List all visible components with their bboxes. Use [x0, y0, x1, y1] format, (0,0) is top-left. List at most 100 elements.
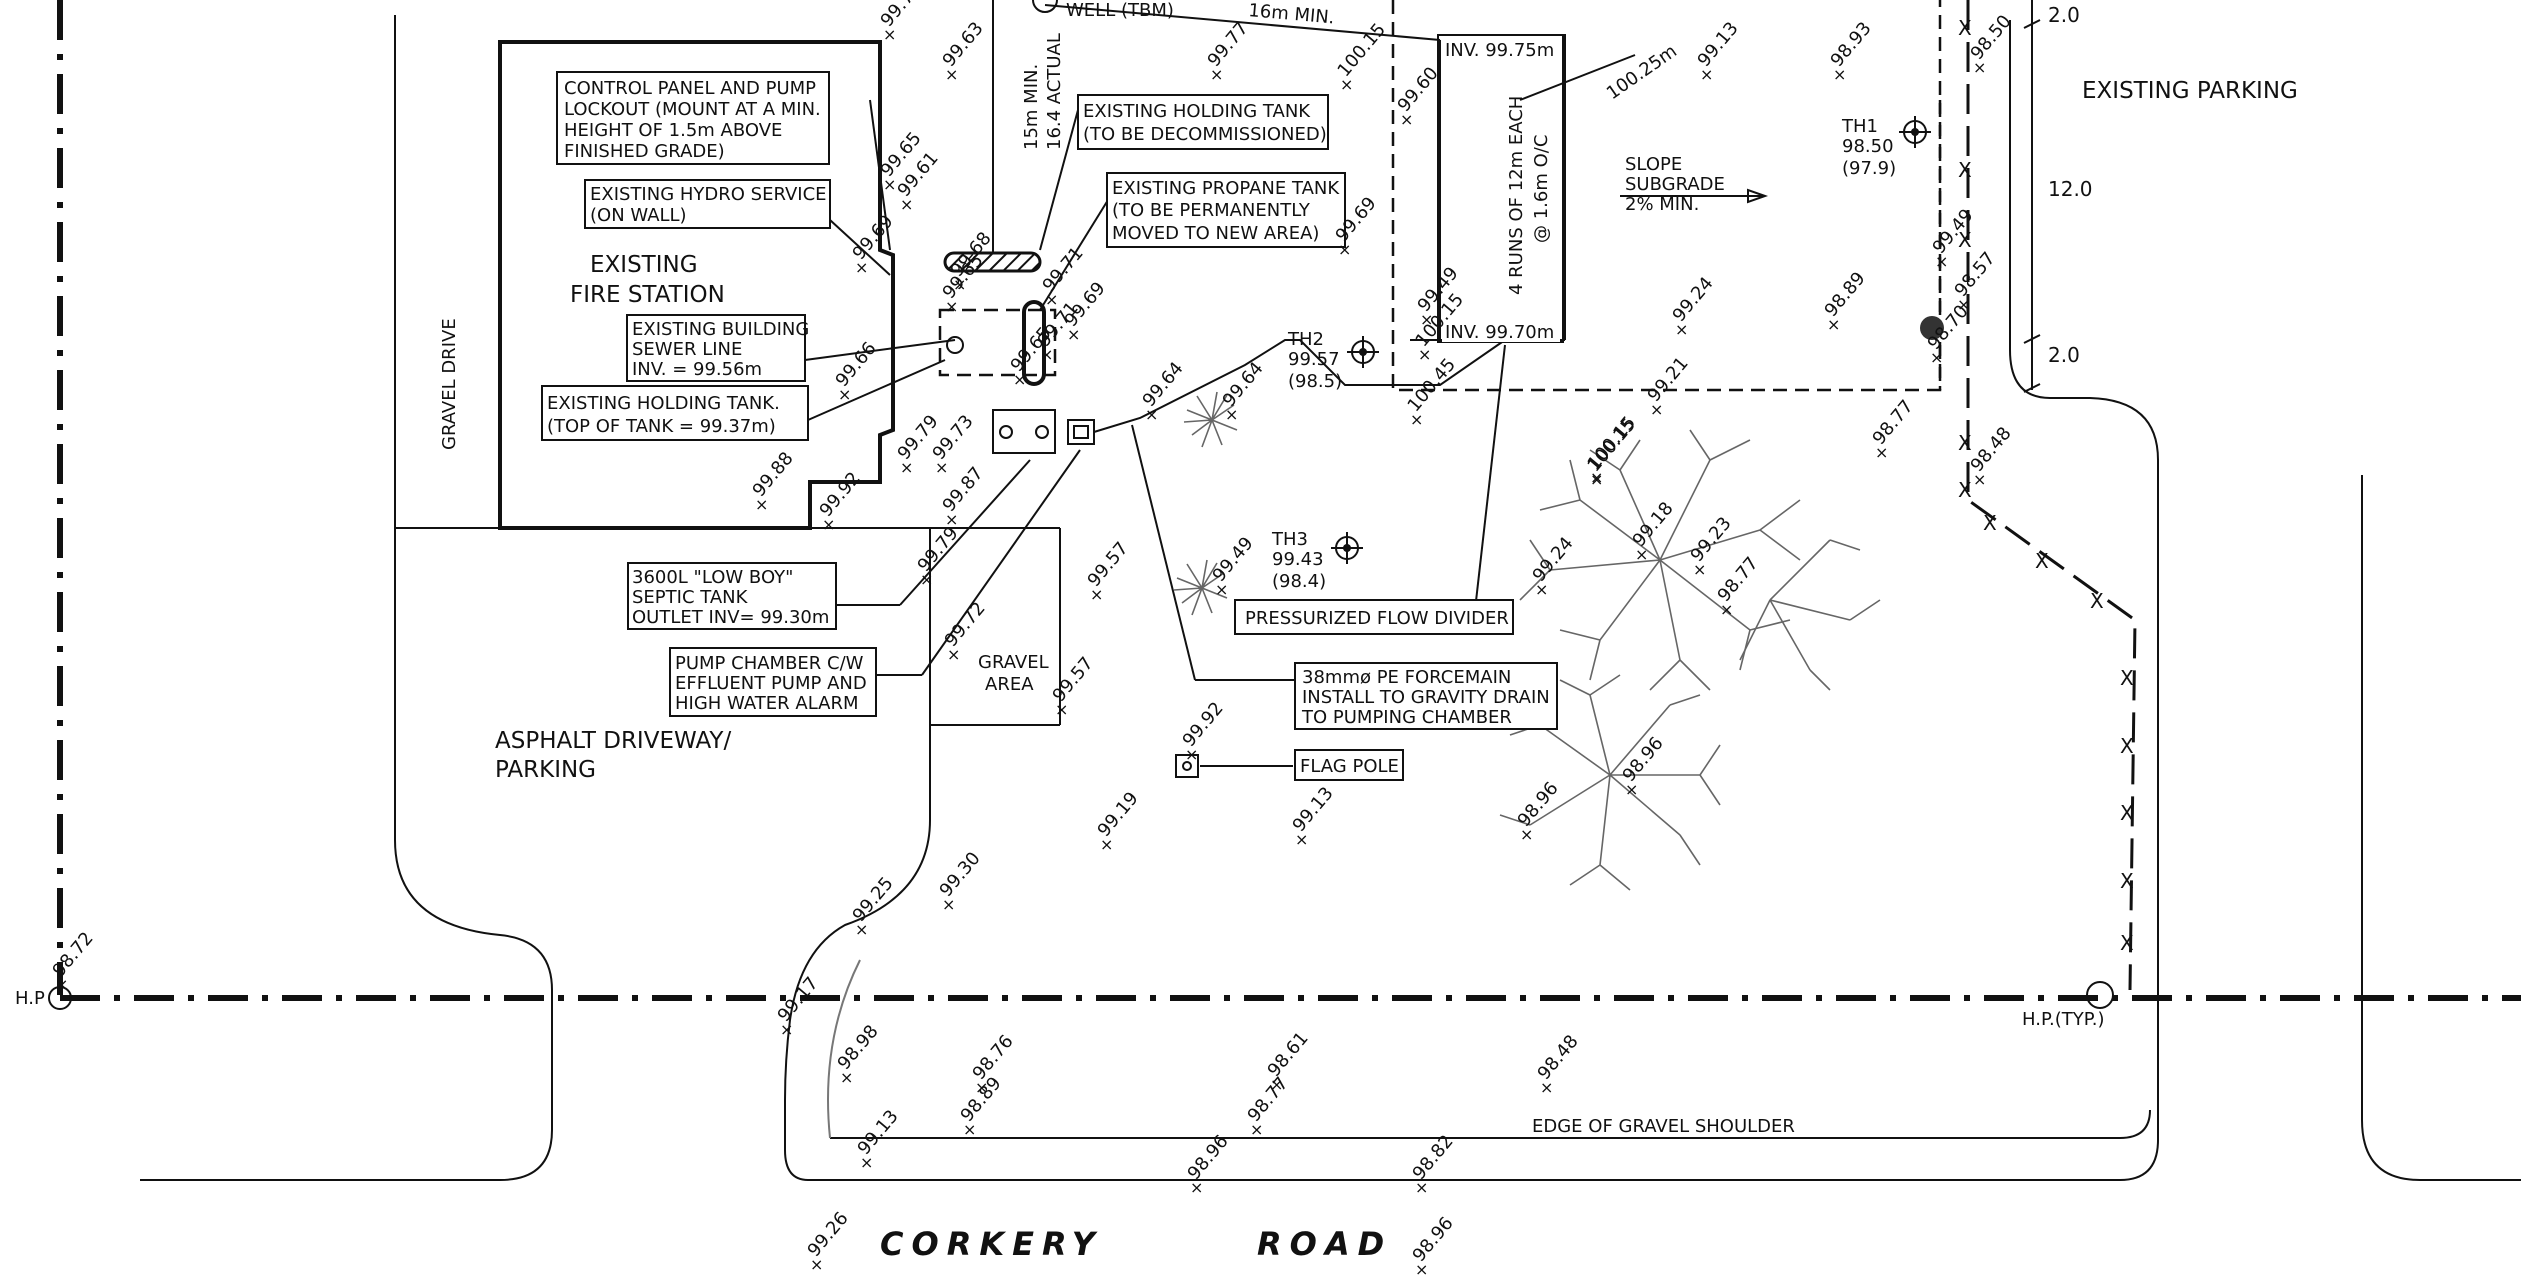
note-flag-pole: FLAG POLE — [1294, 749, 1404, 781]
spot-elevation: ×99.77 — [1204, 18, 1253, 84]
svg-text:×: × — [975, 1078, 988, 1097]
svg-text:×: × — [1100, 835, 1113, 854]
spot-elevation: ×99.69 — [849, 211, 898, 277]
svg-text:×: × — [1040, 345, 1053, 364]
spot-elevation-value: 99.72 — [941, 598, 990, 651]
spot-elevation-value: 99.92 — [1179, 698, 1228, 751]
svg-text:×: × — [1215, 580, 1228, 599]
spot-elevation: ×99.49 — [1209, 533, 1258, 599]
property-line — [57, 0, 2521, 1001]
spot-elevation: ×99.57 — [1084, 538, 1133, 604]
svg-text:X: X — [1958, 431, 1972, 455]
svg-text:×: × — [1650, 400, 1663, 419]
svg-text:TH2: TH2 — [1287, 329, 1324, 350]
note-sewer-line: EXISTING BUILDING SEWER LINE INV. = 99.5… — [626, 314, 809, 382]
svg-text:×: × — [1013, 370, 1026, 389]
svg-text:×: × — [1700, 65, 1713, 84]
spot-elevation: ×98.93 — [1827, 18, 1876, 84]
svg-text:×: × — [1190, 1178, 1203, 1197]
svg-text:×: × — [900, 458, 913, 477]
spot-elevation: ×100.15 — [1584, 412, 1641, 487]
spot-elevation: ×99.30 — [936, 848, 985, 914]
svg-text:×: × — [1055, 700, 1068, 719]
spot-elevation: ×99.13 — [1289, 783, 1338, 849]
svg-text:×: × — [55, 975, 68, 994]
svg-text:×: × — [945, 510, 958, 529]
spot-elevation-value: 99.25 — [849, 873, 898, 926]
test-hole-labels: TH1 98.50 (97.9) TH2 99.57 (98.5) TH3 99… — [1271, 116, 1896, 592]
svg-text:×: × — [1418, 345, 1431, 364]
svg-text:(ON WALL): (ON WALL) — [590, 205, 687, 226]
svg-text:×: × — [1540, 1078, 1553, 1097]
spot-elevation-value: 99.71 — [1039, 243, 1088, 296]
svg-text:98.50: 98.50 — [1842, 136, 1894, 157]
svg-text:×: × — [1827, 315, 1840, 334]
svg-text:×: × — [1875, 443, 1888, 462]
note-hydro-service: EXISTING HYDRO SERVICE (ON WALL) — [584, 179, 831, 229]
spot-elevation: ×98.96 — [1184, 1131, 1233, 1197]
asphalt-label-2: PARKING — [495, 757, 596, 783]
spot-elevation: ×98.89 — [1821, 268, 1870, 334]
svg-text:×: × — [883, 25, 896, 44]
spot-elevation-value: 98.72 — [49, 928, 98, 981]
spot-elevation-value: 98.48 — [1534, 1031, 1583, 1084]
spot-elevation-value: 98.77 — [1869, 396, 1918, 449]
svg-text:TH3: TH3 — [1271, 529, 1308, 550]
spot-elevation-value: 99.19 — [1094, 788, 1143, 841]
spot-elevation-value: 98.98 — [834, 1021, 883, 1074]
svg-text:×: × — [935, 458, 948, 477]
svg-text:16.4 ACTUAL: 16.4 ACTUAL — [1044, 33, 1065, 150]
svg-text:MOVED TO NEW AREA): MOVED TO NEW AREA) — [1112, 223, 1319, 244]
svg-text:×: × — [883, 175, 896, 194]
svg-text:×: × — [1270, 1075, 1283, 1094]
spot-elevation: ×98.70 — [1924, 301, 1973, 367]
svg-text:SEWER LINE: SEWER LINE — [632, 339, 742, 360]
svg-text:INSTALL TO GRAVITY DRAIN: INSTALL TO GRAVITY DRAIN — [1302, 687, 1550, 708]
spot-elevation-value: 99.13 — [854, 1106, 903, 1159]
spot-elevation: ×98.96 — [1619, 733, 1668, 799]
svg-text:×: × — [900, 195, 913, 214]
spot-elevation-value: 98.96 — [1409, 1213, 1458, 1266]
spot-elevation: ×98.77 — [1244, 1073, 1293, 1139]
spot-elevation: ×99.26 — [804, 1208, 853, 1274]
svg-text:×: × — [1400, 110, 1413, 129]
svg-text:15m MIN.: 15m MIN. — [1021, 64, 1042, 150]
svg-text:2% MIN.: 2% MIN. — [1625, 194, 1699, 215]
spot-elevation-value: 99.13 — [1694, 18, 1743, 71]
spot-elevation-value: 99.24 — [1529, 533, 1578, 586]
svg-text:×: × — [1973, 58, 1986, 77]
svg-text:×: × — [945, 297, 958, 316]
pump-chamber — [1067, 419, 1095, 445]
spot-elevation-value: 99.57 — [1049, 653, 1098, 706]
svg-text:×: × — [1090, 585, 1103, 604]
runs-label: 4 RUNS OF 12m EACH — [1506, 96, 1527, 295]
spot-elevation-value: 98.77 — [1714, 553, 1763, 606]
spot-elevation-value: 98.96 — [1619, 733, 1668, 786]
svg-text:38mmø PE FORCEMAIN: 38mmø PE FORCEMAIN — [1302, 667, 1511, 688]
svg-text:X: X — [2120, 666, 2134, 690]
svg-text:99.57: 99.57 — [1288, 349, 1340, 370]
spot-elevation: ×98.89 — [957, 1073, 1006, 1139]
spot-elevation: ×98.77 — [1714, 553, 1763, 619]
svg-text:×: × — [1145, 405, 1158, 424]
spot-elevation-value: 98.96 — [1514, 778, 1563, 831]
fire-station-label-1: EXISTING — [590, 252, 698, 278]
svg-text:(98.5): (98.5) — [1288, 371, 1342, 392]
spot-elevation-value: 98.93 — [1827, 18, 1876, 71]
spot-elevation: ×99.23 — [1687, 513, 1736, 579]
septic-tank — [992, 409, 1056, 454]
svg-text:×: × — [1625, 780, 1638, 799]
spot-elevation: ×99.25 — [849, 873, 898, 939]
spot-elevation: ×98.98 — [834, 1021, 883, 1087]
bed-dimension: 100.25m — [1603, 41, 1681, 104]
note-holding-tank-top: EXISTING HOLDING TANK. (TOP OF TANK = 99… — [541, 385, 809, 441]
svg-text:EXISTING BUILDING: EXISTING BUILDING — [632, 319, 809, 340]
spot-elevation: ×100.45 — [1404, 354, 1461, 429]
spot-elevation: ×99.21 — [1644, 353, 1693, 419]
svg-text:×: × — [953, 275, 966, 294]
spot-elevation-value: 99.13 — [1289, 783, 1338, 836]
spot-elevation-value: 99.24 — [1669, 273, 1718, 326]
note-control-panel: CONTROL PANEL AND PUMP LOCKOUT (MOUNT AT… — [556, 71, 830, 165]
svg-text:EXISTING HOLDING TANK.: EXISTING HOLDING TANK. — [547, 393, 780, 414]
spot-elevation-value: 99.60 — [1394, 63, 1443, 116]
